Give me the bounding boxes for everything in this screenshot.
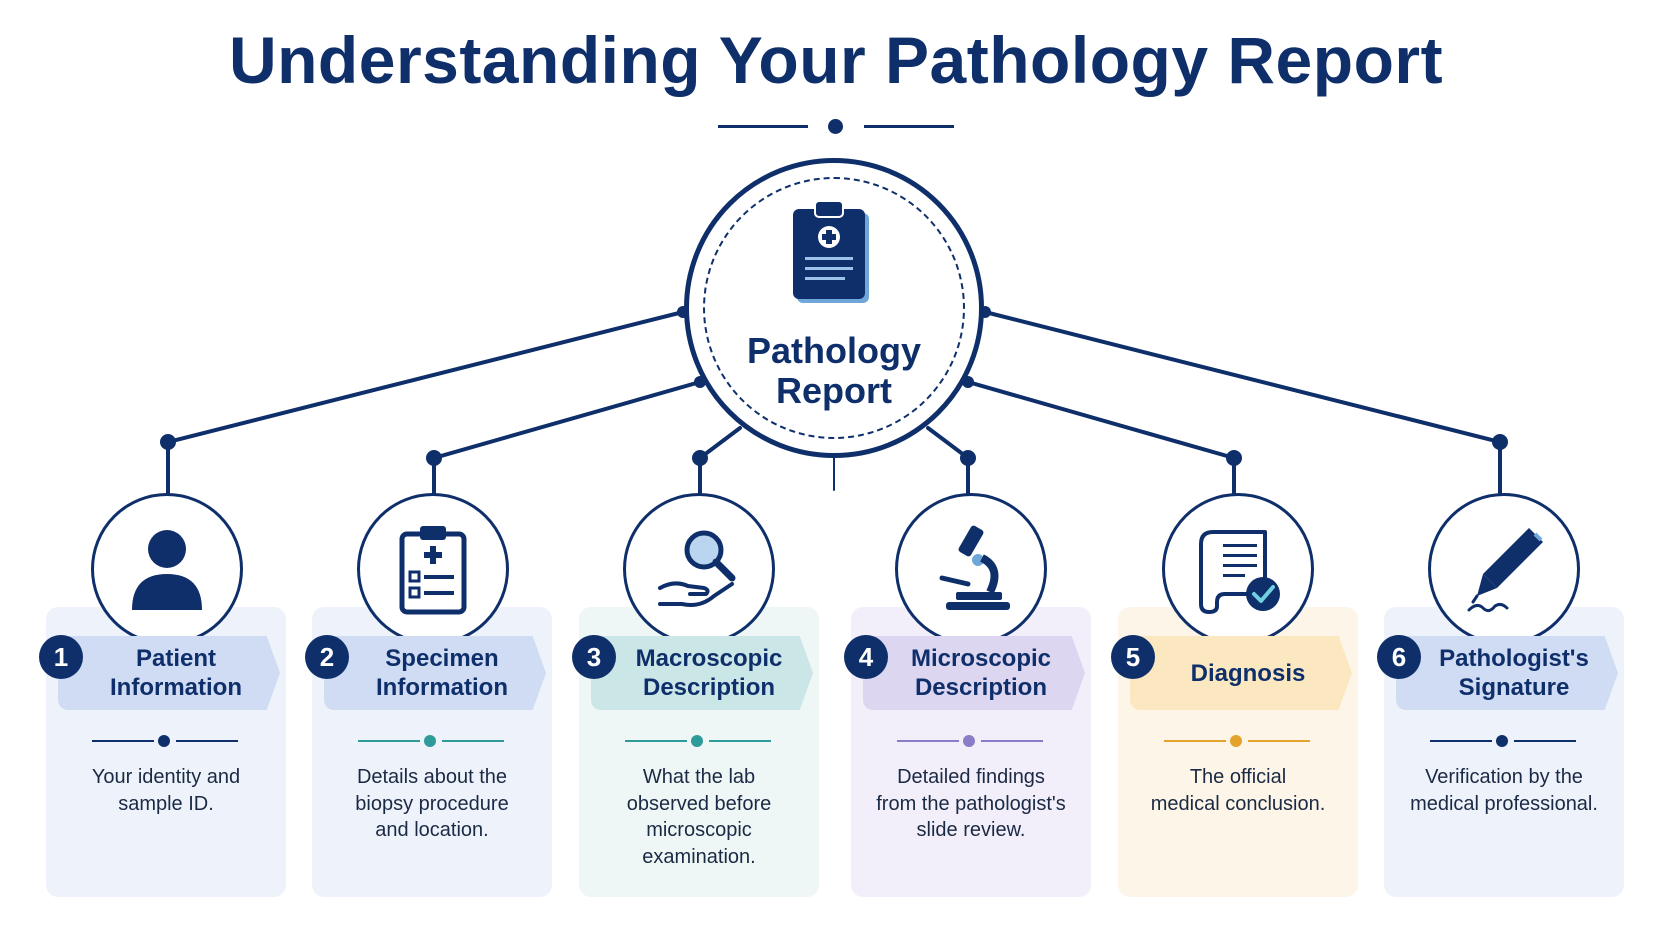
separator-1 [92,733,240,749]
hub-circle: Pathology Report [684,158,984,458]
icon-circle-3 [623,493,775,645]
connector-2 [432,380,702,495]
title-divider [718,116,954,136]
step-number-2: 2 [305,635,349,679]
step-number-5: 5 [1111,635,1155,679]
section-tab-5: Diagnosis [1130,636,1352,710]
icon-circle-4 [895,493,1047,645]
icon-circle-2 [357,493,509,645]
step-number-4: 4 [844,635,888,679]
step-number-3: 3 [572,635,616,679]
step-number-6: 6 [1377,635,1421,679]
separator-5 [1164,733,1312,749]
connector-1 [166,310,685,495]
icon-circle-6 [1428,493,1580,645]
page-title: Understanding Your Pathology Report [228,23,1444,97]
microscope-icon [939,525,1010,610]
separator-4 [897,733,1045,749]
separator-2 [358,733,506,749]
pen-icon [1467,528,1543,613]
hub-label: Pathology Report [746,330,921,411]
separator-6 [1430,733,1578,749]
icon-circle-1 [91,493,243,645]
step-number-1: 1 [39,635,83,679]
icon-circle-5 [1162,493,1314,645]
clipboard-medical-icon [793,201,869,303]
magnifier-hand-icon [658,530,736,607]
connector-6 [983,310,1502,495]
separator-3 [625,733,773,749]
scroll-check-icon [1199,530,1280,614]
connector-5 [966,380,1236,495]
person-icon [132,530,202,610]
clipboard-checklist-icon [399,526,467,615]
